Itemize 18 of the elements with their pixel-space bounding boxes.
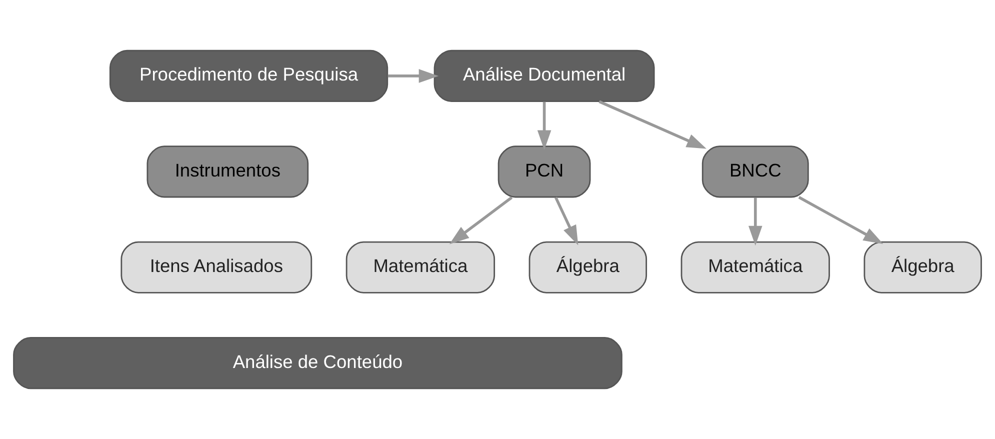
- node-box: BNCC: [702, 146, 809, 198]
- arrow: [798, 196, 884, 244]
- node-box: Instrumentos: [146, 146, 309, 198]
- node-box: Matemática: [680, 241, 830, 294]
- node-box: Itens Analisados: [120, 241, 312, 294]
- node-box: Análise de Conteúdo: [13, 337, 622, 390]
- node-box: Matemática: [346, 241, 496, 294]
- node-box: Álgebra: [864, 241, 982, 294]
- arrow: [449, 196, 513, 244]
- arrow: [537, 102, 552, 150]
- arrow: [554, 196, 578, 246]
- node-box: Procedimento de Pesquisa: [109, 50, 388, 102]
- node-box: PCN: [498, 146, 591, 198]
- node-box: Análise Documental: [434, 50, 655, 102]
- arrow: [598, 100, 706, 149]
- node-box: Álgebra: [528, 241, 648, 294]
- arrow: [748, 197, 762, 246]
- arrow: [388, 69, 439, 83]
